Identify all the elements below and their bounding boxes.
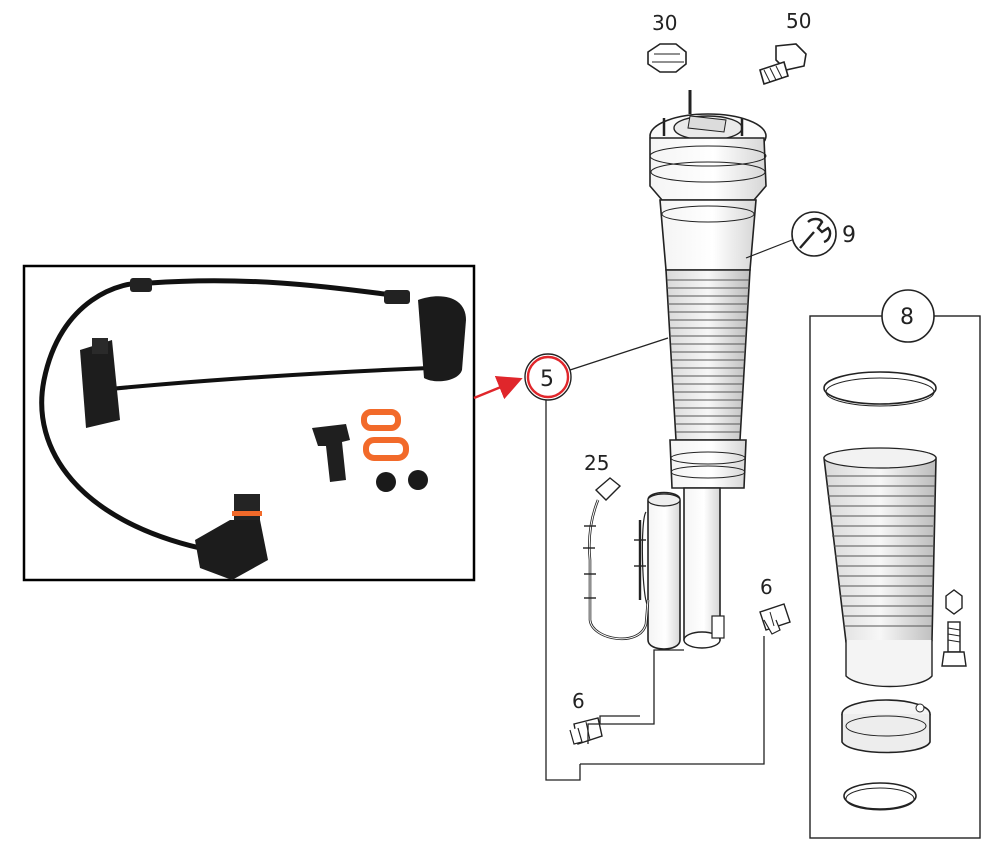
kit-ring-bottom xyxy=(843,782,917,810)
sensor-cable xyxy=(583,477,650,641)
kit-bolt xyxy=(947,621,961,653)
valve-part xyxy=(759,43,807,86)
highlight-arrow xyxy=(473,376,523,400)
photo-connector xyxy=(195,520,268,580)
photo-connector-seal xyxy=(232,511,262,516)
label-plug-right: 6 xyxy=(760,575,773,599)
plug-right xyxy=(759,603,791,635)
nut-part xyxy=(647,43,687,73)
callout-strut-highlight xyxy=(526,355,570,399)
photo-cap-1 xyxy=(376,472,396,492)
photo-orange-seal-1 xyxy=(361,409,401,431)
kit-ring-top xyxy=(823,371,937,405)
photo-cable-clip-2 xyxy=(384,290,410,304)
photo-cable-mid xyxy=(99,366,431,392)
repair-kit-box: 8 xyxy=(809,289,981,839)
strut-leader-lines xyxy=(545,337,765,781)
kit-bellows-sleeve xyxy=(823,448,937,653)
photo-cable-top xyxy=(149,278,401,299)
wrench-icon xyxy=(791,211,837,257)
label-torque: 9 xyxy=(842,223,856,248)
photo-bracket-right xyxy=(418,296,466,382)
leader-torque xyxy=(745,239,793,259)
photo-clip-part xyxy=(312,424,350,482)
kit-nut xyxy=(945,589,963,615)
label-sensor-cable: 25 xyxy=(584,451,609,475)
label-valve: 50 xyxy=(786,9,811,33)
strut-reservoir xyxy=(647,491,681,650)
label-strut: 5 xyxy=(540,367,554,392)
plug-left xyxy=(569,717,603,745)
photo-bracket-left xyxy=(80,340,120,428)
photo-cap-2 xyxy=(408,470,428,490)
strut-housing xyxy=(649,137,767,201)
label-plug-left: 6 xyxy=(572,689,585,713)
photo-bracket-tab xyxy=(92,338,108,354)
photo-cable-clip xyxy=(130,278,152,292)
photo-connector-head xyxy=(234,494,260,520)
callout-strut-outer xyxy=(524,353,572,401)
photo-orange-seal-2 xyxy=(363,437,409,461)
air-strut xyxy=(641,90,767,650)
label-kit: 8 xyxy=(900,305,914,330)
photo-cable-long xyxy=(39,280,201,551)
product-photo xyxy=(22,264,476,582)
callout-kit xyxy=(881,289,935,343)
label-nut: 30 xyxy=(652,11,677,35)
